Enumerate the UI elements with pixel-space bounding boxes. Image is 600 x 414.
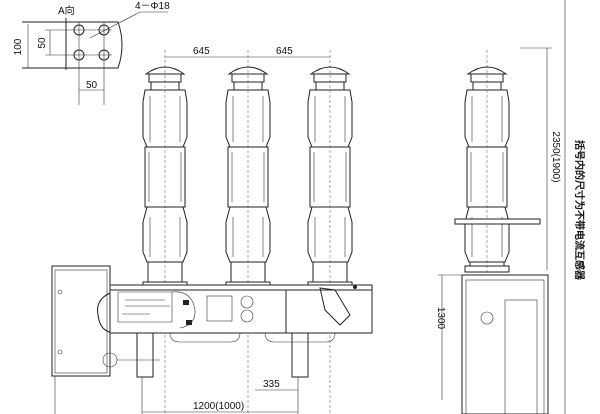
dimension-note: 括号内的尺寸为不带电流互感器	[573, 140, 586, 281]
mechanism-housing	[109, 284, 373, 334]
dim-box-height: 1300	[435, 307, 446, 330]
detail-view-title: A向	[58, 4, 75, 17]
support-leg-right	[291, 332, 309, 378]
pole-spacing-1: 645	[193, 46, 210, 57]
terminal-plate	[22, 21, 123, 69]
detail-view-a: A向 4－Φ18 100 50 50	[13, 1, 170, 105]
pole-a	[142, 66, 188, 289]
hole-callout: 4－Φ18	[135, 1, 170, 12]
dim-leg-spacing: 1200(1000)	[193, 401, 244, 412]
front-view: 645 645 335 1200(1000)	[51, 46, 373, 414]
dim-hole-spacing-v: 50	[37, 37, 48, 49]
dim-offset: 335	[263, 379, 280, 390]
mounting-plate	[454, 218, 541, 225]
dim-total-height: 2350(1900)	[550, 131, 561, 182]
pole-spacing-2: 645	[276, 46, 293, 57]
pole-side	[464, 66, 510, 273]
dim-hole-spacing-h: 50	[86, 80, 98, 91]
control-cabinet	[51, 265, 111, 377]
side-view: 1300 2350(1900)	[435, 0, 566, 414]
dim-height: 100	[13, 38, 24, 55]
support-leg-left	[136, 332, 154, 378]
mounting-holes	[45, 22, 112, 105]
